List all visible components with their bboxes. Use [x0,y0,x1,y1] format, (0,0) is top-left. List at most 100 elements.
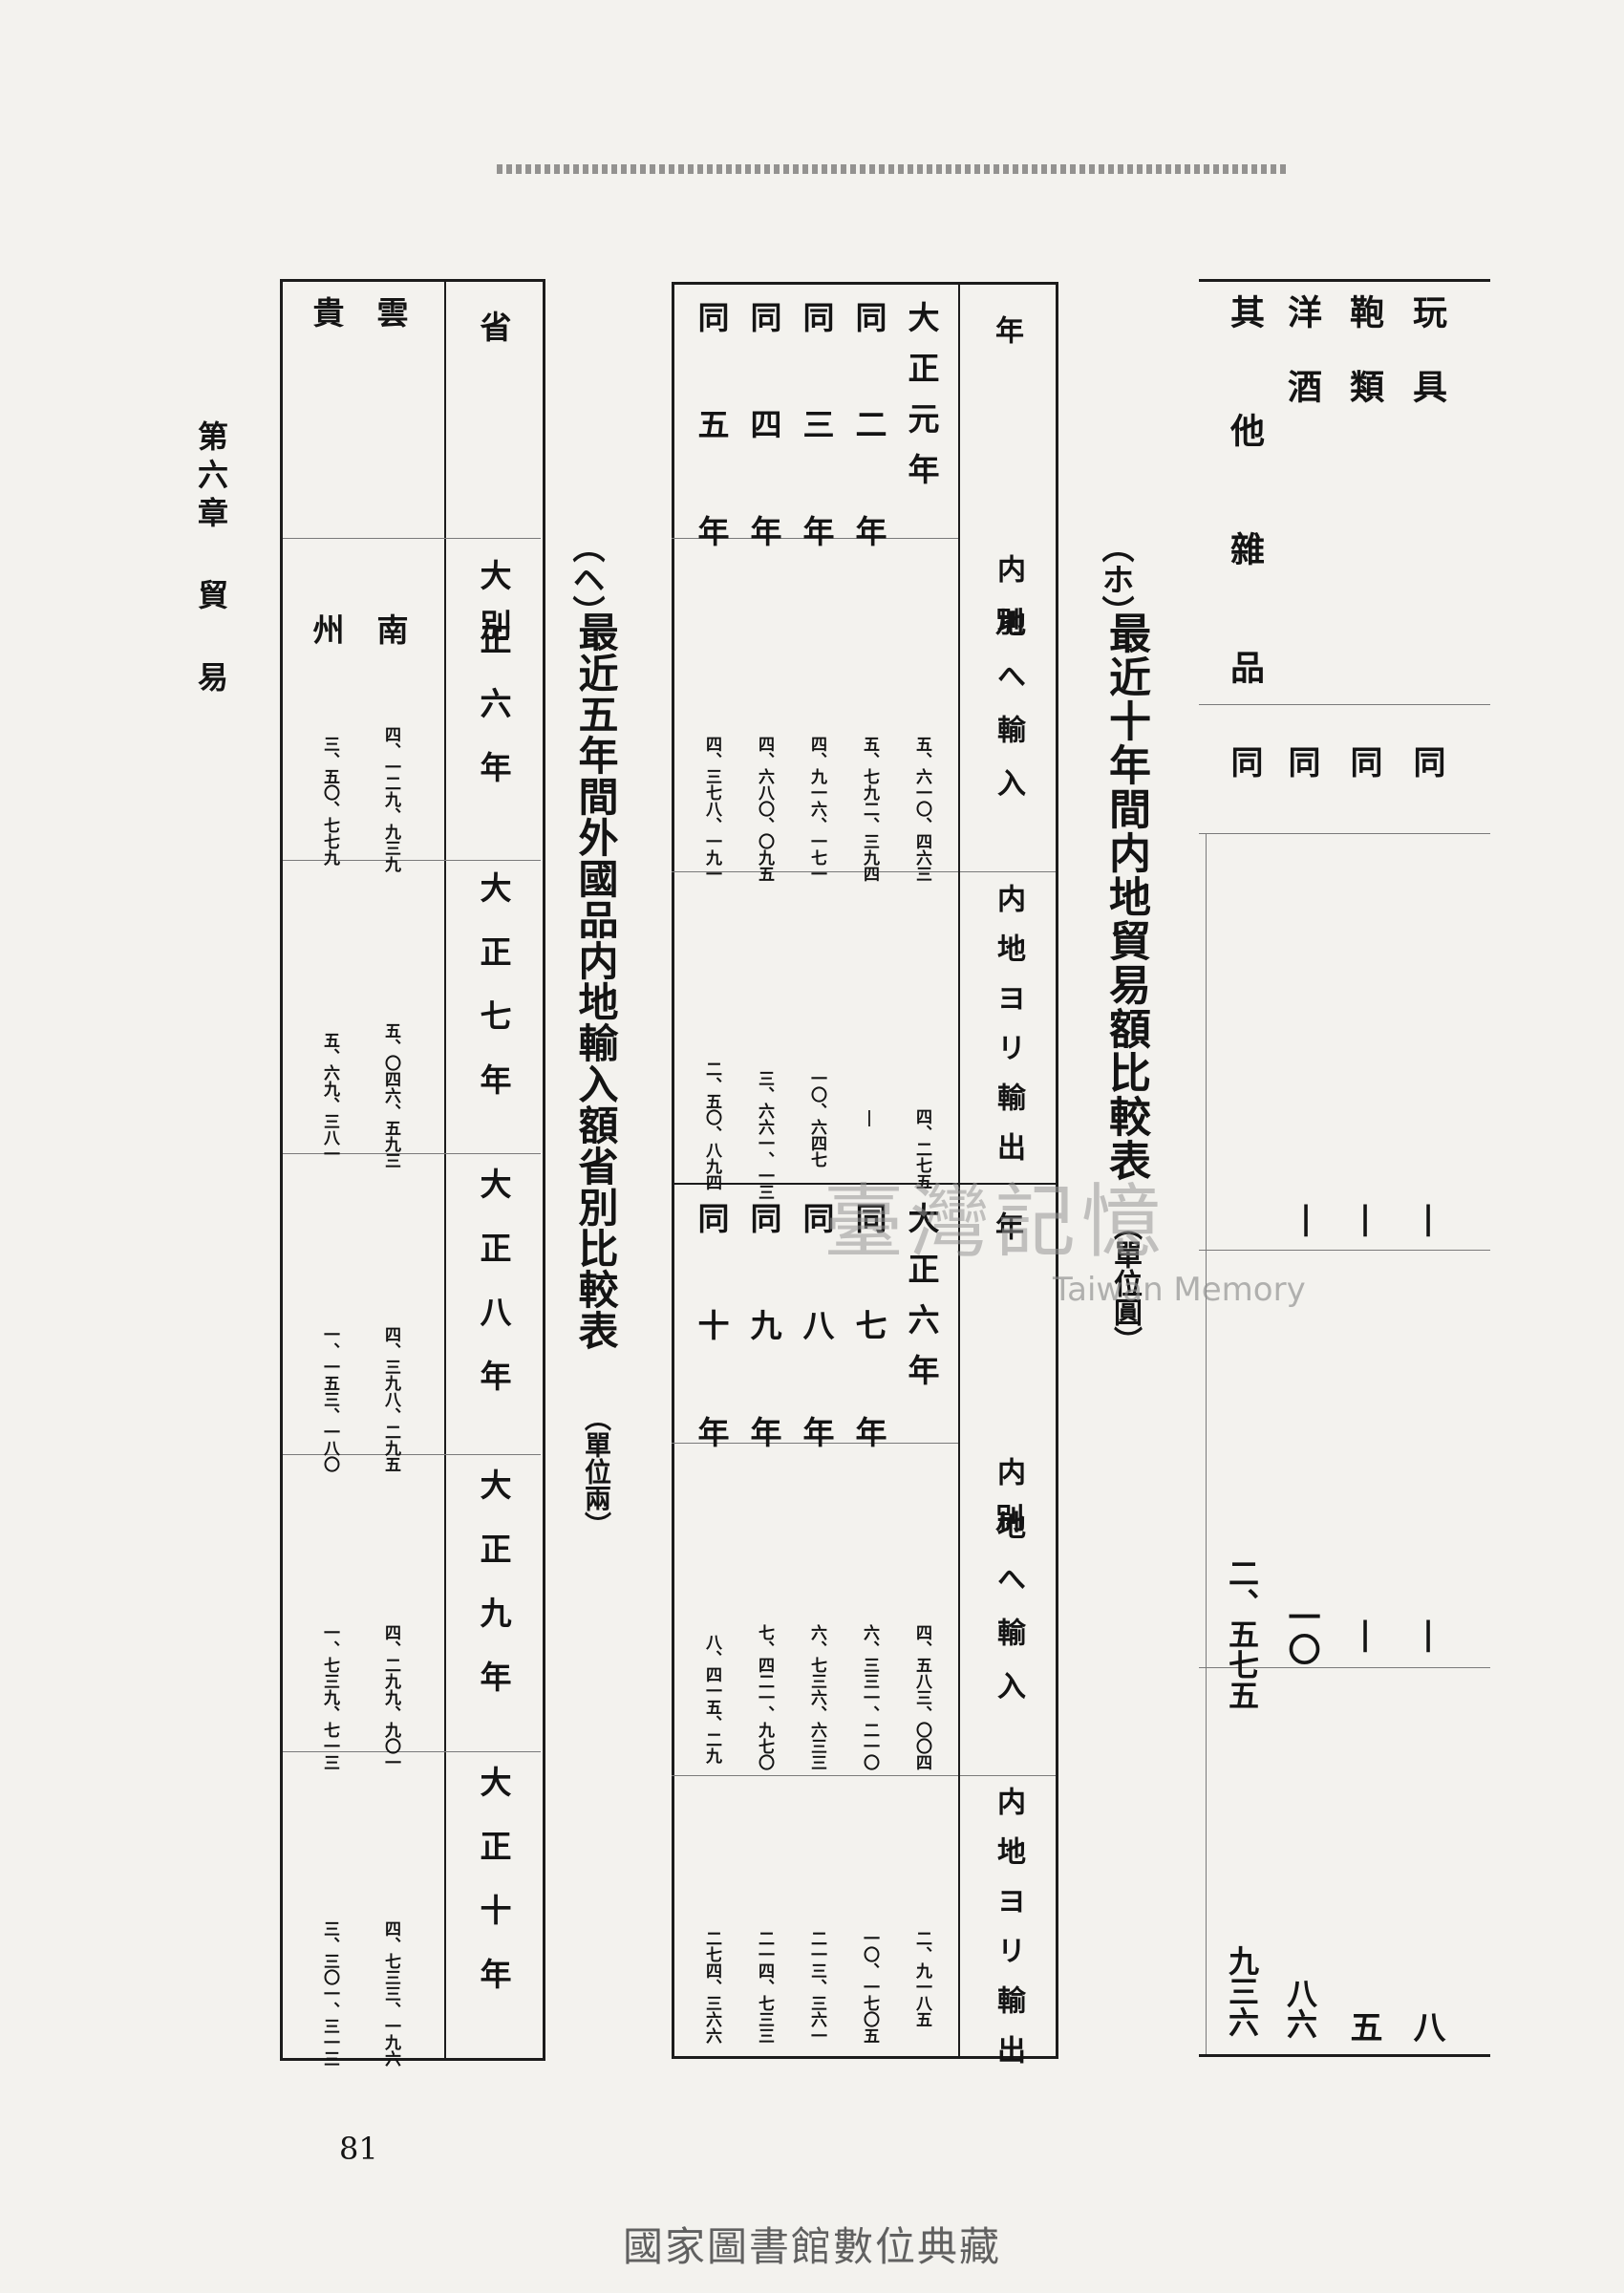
item-name: 鞄 類 [1344,294,1384,403]
rule [672,2056,1058,2059]
rule [280,2058,545,2061]
watermark-logo: 臺灣記憶 [823,1175,1168,1269]
row-import: 四、三七八、一九一 [702,736,721,882]
province-value: 一、七三九、七一三 [320,1624,339,1770]
item-name: 其他雜品 [1225,294,1265,768]
province-value: 五、六九、三八一 [320,1032,339,1162]
row-year: 大正六年 [903,1202,940,1404]
row-export: 二、九一八五 [912,1930,931,2027]
rule [283,1454,541,1455]
row-year: 同 三 年 [798,301,835,566]
row-import: 八、四一五、二九 [702,1634,721,1764]
row-import: 五、七九二、三九四 [860,736,879,882]
row-year: 同 四 年 [745,301,782,566]
rule [960,871,1056,872]
row-export: | [860,1108,879,1127]
rule [672,282,674,2059]
province-value: 五、〇四六、五九三 [381,1022,400,1168]
item-value: 五 [1344,2010,1382,2043]
header-year: 大正七年 [475,871,512,1127]
row-import: 六、七三六、六三三 [807,1624,826,1770]
item-value: | [1346,1199,1384,1237]
row-export: 三、六六一、一三 [755,1070,774,1200]
rule [672,1775,958,1776]
row-year: 大正元年 [903,301,940,504]
rule [672,1443,958,1444]
row-import: 四、五八三、〇〇四 [912,1624,931,1770]
header-year: 年 別 [990,1211,1023,1646]
province-value: 四、一二九、九三九 [381,726,400,872]
rule [672,871,958,872]
rule [672,538,958,539]
item-value: 二、五七五 [1224,1557,1260,1710]
row-export: 一〇、一七〇五 [860,1930,879,2044]
item-period: 同 [1225,745,1263,778]
rule [958,282,960,2059]
row-year: 同 五 年 [693,301,730,566]
row-import: 六、三三一、二一〇 [860,1624,879,1770]
province-value: 一、一五三、一八〇 [320,1326,339,1472]
table-he-marker: （ヘ） [566,530,605,628]
rule [283,1153,541,1154]
row-import: 四、九一六、一七一 [807,736,826,882]
province-value: 三、三〇一、三一三 [320,1920,339,2067]
row-year: 同 九 年 [745,1202,782,1467]
rule [280,279,283,2061]
header-year: 年 別 [990,315,1023,750]
row-import: 五、六一〇、四六三 [912,736,931,882]
rule [280,279,545,282]
rule [1199,2054,1490,2057]
item-period: 同 [1282,745,1320,778]
header-year: 大正十年 [475,1766,512,2022]
item-value: 九三六 [1224,1945,1260,2037]
top-dotted-rule [497,164,1290,174]
rule [672,282,1058,285]
rule [1199,833,1490,834]
province-value: 四、二九九、九〇一 [381,1624,400,1770]
row-export: 二七四、三六六 [702,1930,721,2044]
item-value: 八六 [1282,1978,1318,2039]
header-year: 大正八年 [475,1168,512,1424]
rule [1199,704,1490,705]
province-name: 雲 南 [372,296,409,769]
watermark-text: Taiwan Memory [1053,1271,1306,1309]
rule [283,860,541,861]
rule [1206,833,1207,2054]
row-export: 四、二七五 [912,1108,931,1189]
row-import: 七、四二一、九七〇 [755,1624,774,1770]
header-export: 内地ヨリ輸出 [992,1787,1025,2085]
item-value: 八 [1407,2010,1445,2043]
item-name: 玩 具 [1407,294,1447,403]
province-value: 三、五〇、七七九 [320,736,339,866]
footer-archive-label: 國家圖書館數位典藏 [622,2223,1001,2270]
table-he-unit: （單位兩） [581,1404,612,1538]
rule [1199,279,1490,282]
header-import: 内地へ輸入 [992,1457,1025,1725]
item-name: 洋 酒 [1282,294,1322,403]
table-ho-marker: （ホ） [1096,530,1134,628]
row-export: 二、五〇、八九四 [702,1061,721,1190]
rule [1199,1667,1490,1668]
header-province: 省 別 [475,311,512,755]
rule [543,279,545,2061]
header-export: 内地ヨリ輸出 [992,884,1025,1182]
row-year: 同 十 年 [693,1202,730,1467]
item-value: | [1346,1615,1384,1653]
table-ho-title: 最近十年間内地貿易額比較表 [1101,611,1150,1183]
item-value: | [1287,1199,1325,1237]
rule [960,1775,1056,1776]
header-year: 大正九年 [475,1468,512,1725]
rule [1056,282,1058,2059]
rule [672,1183,1058,1185]
rule [283,538,541,539]
item-period: 同 [1344,745,1382,778]
province-name: 貴 州 [308,296,345,769]
province-value: 四、七三三、一九六 [381,1920,400,2067]
row-year: 同 七 年 [850,1202,887,1467]
table-he-title: 最近五年間外國品内地輸入額省別比較表 [572,611,619,1351]
header-year: 大正六年 [475,559,512,815]
row-year: 同 八 年 [798,1202,835,1467]
page-number: 81 [339,2131,378,2167]
header-import: 内地へ輸入 [992,554,1025,822]
rule [444,279,446,2061]
